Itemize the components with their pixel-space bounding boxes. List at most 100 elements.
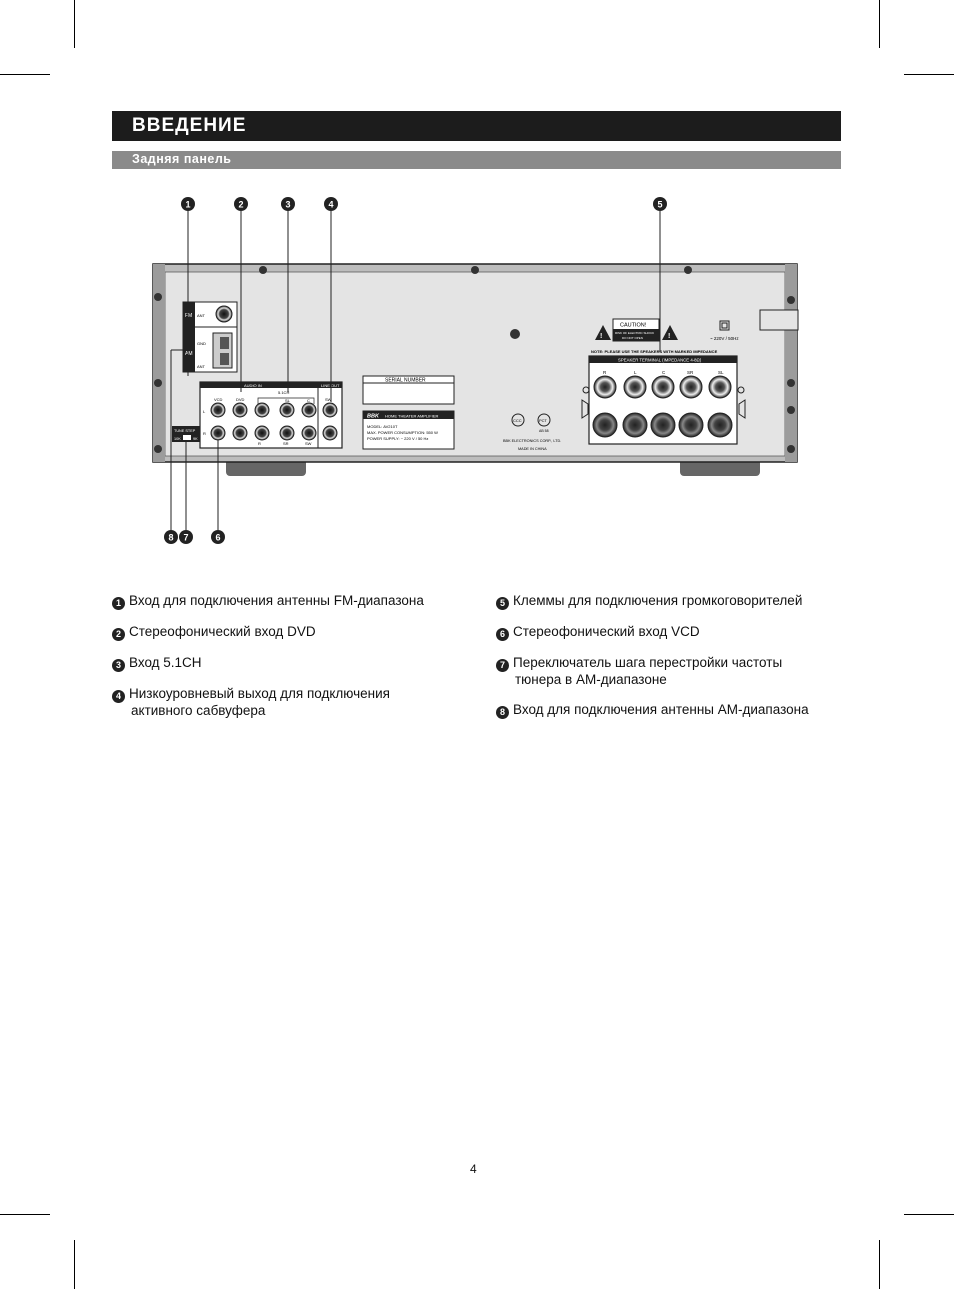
rst-mark: РСТ (539, 418, 547, 423)
c-jack[interactable] (301, 402, 317, 418)
crop-mark (879, 0, 880, 48)
callout-7-label: 7 (183, 533, 188, 543)
made-in-text: MADE IN CHINA (518, 447, 547, 451)
callout-3: 3 (281, 197, 295, 211)
crop-mark (879, 1240, 880, 1289)
serial-number-label: SERIAL NUMBER (385, 378, 426, 384)
spk-l-plus[interactable] (623, 375, 647, 399)
dvd-l-jack[interactable] (232, 402, 248, 418)
spk-sl-plus[interactable] (708, 375, 732, 399)
callout-1: 1 (181, 197, 195, 211)
vcd-label: VCD (214, 397, 223, 402)
ab58-code: AB 58 (539, 429, 549, 433)
callout-2: 2 (234, 197, 248, 211)
spk-r-minus[interactable] (592, 412, 618, 438)
audio-io-block: AUDIO IN LINE OUT VCD DVD 5.1CH SL C SW … (199, 381, 343, 449)
spk-r-plus[interactable] (593, 375, 617, 399)
legend-text-2: Стереофонический вход DVD (129, 624, 316, 639)
legend-num-8: 8 (496, 706, 509, 719)
callout-5: 5 (653, 197, 667, 211)
tune-step-switch[interactable]: TUNE STEP 10K 9K (172, 426, 200, 442)
speaker-terminals (592, 375, 733, 438)
sw-jack[interactable] (301, 425, 317, 441)
vcd-r-jack[interactable] (210, 425, 226, 441)
am-ant-label: ANT (197, 364, 206, 369)
sr-jack[interactable] (279, 425, 295, 441)
section-title: ВВЕДЕНИЕ (132, 115, 247, 136)
crop-mark (904, 74, 954, 75)
spk-sr-plus[interactable] (679, 375, 703, 399)
model-plate: BBK HOME THEATER AMPLIFIER MODEL: AV210T… (362, 410, 455, 450)
subsection-header: Задняя панель (112, 151, 841, 169)
am-label: AM (185, 351, 193, 357)
svg-text:!: ! (668, 333, 670, 340)
speaker-terminal-title: SPEAKER TERMINAL (IMPEDANCE 4-8Ω) (618, 358, 702, 363)
spk-sr-minus[interactable] (678, 412, 704, 438)
legend-num-2: 2 (112, 628, 125, 641)
spk-sl-label: SL (718, 370, 724, 375)
callout-2-label: 2 (238, 200, 243, 210)
legend-num-5: 5 (496, 597, 509, 610)
legend-text-4b: активного сабвуфера (131, 703, 266, 718)
ccc-mark: CCC (513, 418, 522, 423)
caution-line-1: RISK OF ELECTRIC SHOCK (615, 331, 654, 335)
tune-step-label: TUNE STEP (174, 429, 196, 433)
svg-text:!: ! (600, 333, 602, 340)
spk-c-plus[interactable] (651, 375, 675, 399)
fm-antenna-jack[interactable] (215, 305, 233, 323)
crop-mark (0, 1214, 50, 1215)
vcd-l-jack[interactable] (210, 402, 226, 418)
legend-item-8: 8 Вход для подключения антенны AM-диапазо… (496, 702, 809, 719)
rca-jacks (210, 402, 338, 441)
sr-label: SR (283, 441, 289, 446)
callout-4-label: 4 (328, 200, 333, 210)
legend-item-5: 5 Клеммы для подключения громкоговорителе… (496, 593, 802, 610)
legend-text-4: Низкоуровневый выход для подключения (129, 686, 390, 701)
spk-sr-label: SR (687, 370, 694, 375)
spk-l-label: L (634, 370, 637, 375)
callout-7: 7 (179, 530, 193, 544)
callout-4: 4 (324, 197, 338, 211)
r-side-label: R (203, 431, 206, 436)
sw-top-label: SW (325, 397, 332, 402)
callout-3-label: 3 (285, 200, 290, 210)
model-text: MODEL: AV210T (367, 424, 398, 429)
legend-text-5: Клеммы для подключения громкоговорителей (513, 593, 803, 608)
sl-label: SL (285, 398, 291, 403)
c-label: C (307, 398, 310, 403)
fm-ant-label: ANT (197, 313, 206, 318)
legend-text-7: Переключатель шага перестройки частоты (513, 655, 783, 670)
ch51-label: 5.1CH (278, 390, 289, 395)
impedance-note: NOTE: PLEASE USE THE SPEAKERS WITH MARKE… (591, 349, 718, 354)
spk-l-minus[interactable] (622, 412, 648, 438)
legend-text-8: Вход для подключения антенны AM-диапазон… (513, 702, 809, 717)
spk-sl-minus[interactable] (707, 412, 733, 438)
subsection-title: Задняя панель (132, 152, 232, 166)
crop-mark (74, 0, 75, 48)
sl-jack[interactable] (279, 402, 295, 418)
callout-6: 6 (211, 530, 225, 544)
voltage-text: ~ 220V / 50Hz (710, 336, 739, 341)
caution-title: CAUTION! (620, 323, 647, 329)
voltage-label: ~ 220V / 50Hz (710, 320, 739, 341)
callout-8-label: 8 (168, 533, 173, 543)
caution-label: ! ! CAUTION! RISK OF ELECTRIC SHOCK DO N… (595, 318, 678, 342)
dvd-r-jack[interactable] (232, 425, 248, 441)
maker-text: BBK ELECTRONICS CORP., LTD. (503, 439, 561, 443)
page-number: 4 (470, 1162, 477, 1176)
callout-5-label: 5 (657, 200, 662, 210)
fl-jack[interactable] (254, 402, 270, 418)
legend-num-3: 3 (112, 659, 125, 672)
line-out-sw-jack-2[interactable] (322, 425, 338, 441)
spk-c-minus[interactable] (650, 412, 676, 438)
line-out-sw-jack[interactable] (322, 402, 338, 418)
audio-in-label: AUDIO IN (244, 383, 262, 388)
legend-num-7: 7 (496, 659, 509, 672)
fr-jack[interactable] (254, 425, 270, 441)
spk-c-label: C (662, 370, 666, 375)
legend-item-2: 2 Стереофонический вход DVD (112, 624, 316, 641)
